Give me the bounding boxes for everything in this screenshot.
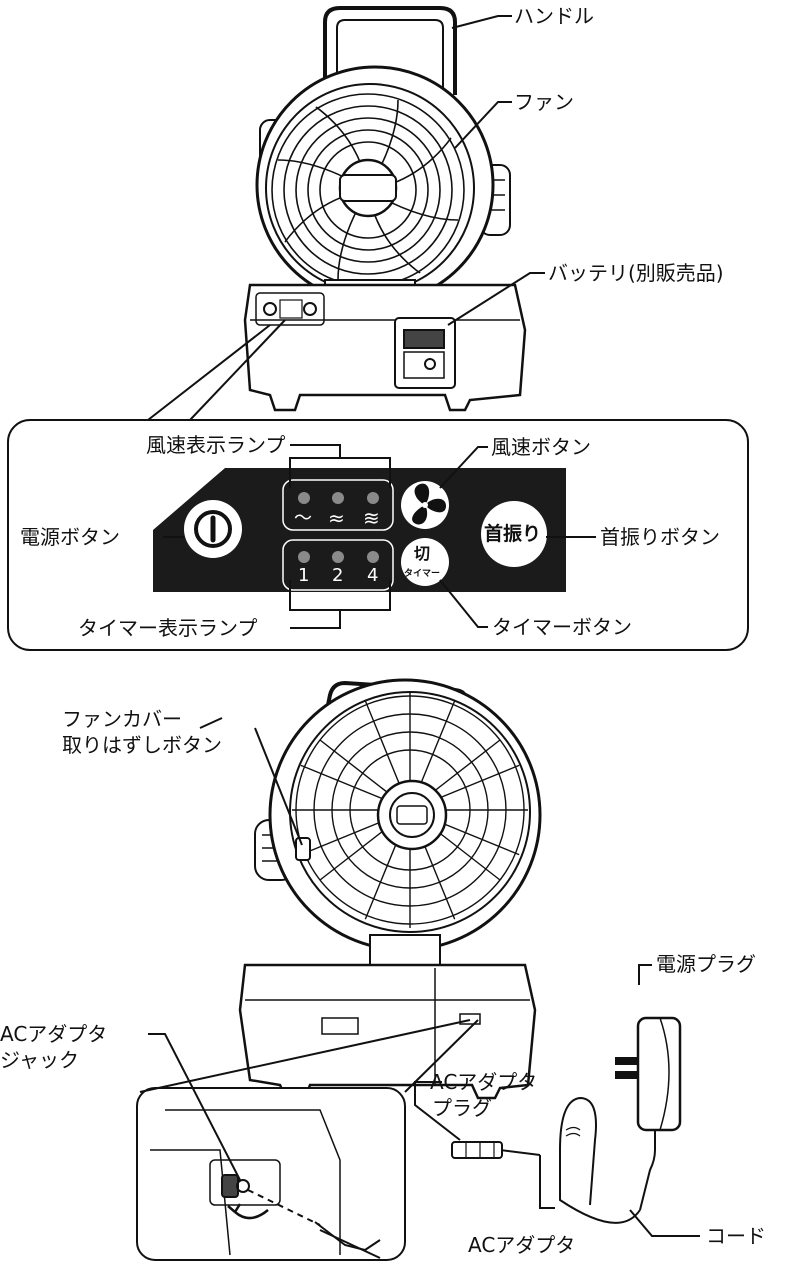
speed-mid-symbol: ≈ <box>328 506 345 530</box>
label-ac-plug-1: ACアダプタ <box>430 1070 538 1094</box>
timer-button[interactable] <box>401 538 449 586</box>
label-battery: バッテリ(別販売品) <box>548 261 724 285</box>
speed-lamp-low <box>298 492 310 504</box>
power-button[interactable] <box>184 500 242 558</box>
timer-label-1: 1 <box>298 565 310 586</box>
arrow-icon <box>234 1209 269 1220</box>
timer-lamp-4 <box>367 551 379 563</box>
timer-button-top-text: 切 <box>414 544 431 563</box>
fan-cover-release-button[interactable] <box>295 837 311 861</box>
power-plug <box>615 1057 639 1065</box>
label-cover-release-1: ファンカバー <box>62 707 182 731</box>
timer-button-bottom-text: タイマー <box>404 569 441 579</box>
label-fan: ファン <box>514 90 574 114</box>
timer-lamp-1 <box>298 551 310 563</box>
ac-adapter <box>451 1016 682 1224</box>
speed-lamp-mid <box>332 492 344 504</box>
top-leader-lines <box>147 15 545 421</box>
power-icon <box>194 510 232 548</box>
swing-button-text: 首振り <box>484 523 542 545</box>
label-handle: ハンドル <box>514 4 594 28</box>
ac-adapter-plug <box>451 1141 503 1159</box>
battery <box>394 317 456 389</box>
label-power-plug: 電源プラグ <box>656 952 756 976</box>
speed-low-symbol: 〜 <box>294 508 312 529</box>
speed-lamp-high <box>367 492 379 504</box>
timer-label-2: 2 <box>332 565 344 586</box>
fan-icon <box>412 483 446 525</box>
timer-label-4: 4 <box>367 565 379 586</box>
label-ac-adapter: ACアダプタ <box>468 1233 576 1257</box>
label-speed-lamp: 風速表示ランプ <box>146 433 286 457</box>
label-timer-button: タイマーボタン <box>492 615 632 639</box>
jack-inset <box>136 1087 406 1261</box>
timer-lamp-2 <box>332 551 344 563</box>
top-fan-illustration <box>243 6 527 412</box>
label-speed-button: 風速ボタン <box>491 435 591 459</box>
handle <box>323 6 457 95</box>
label-swing-button: 首振りボタン <box>600 525 720 549</box>
control-panel <box>153 468 566 592</box>
label-cover-release-2: 取りはずしボタン <box>62 733 222 757</box>
label-power-button: 電源ボタン <box>20 525 120 549</box>
label-timer-lamp: タイマー表示ランプ <box>78 616 258 640</box>
label-ac-plug-2: プラグ <box>432 1096 492 1120</box>
label-ac-jack-2: ジャック <box>0 1048 79 1072</box>
panel-leader-lines <box>163 444 596 629</box>
swing-button[interactable] <box>481 501 547 567</box>
label-cord: コード <box>706 1224 766 1248</box>
ac-adapter-jack-cover <box>459 1013 481 1025</box>
speed-button[interactable] <box>401 481 449 529</box>
speed-high-symbol: ≋ <box>363 506 380 530</box>
bottom-fan-illustration <box>238 678 542 1100</box>
label-ac-jack-1: ACアダプタ <box>0 1022 108 1046</box>
bottom-leader-lines <box>139 717 700 1237</box>
